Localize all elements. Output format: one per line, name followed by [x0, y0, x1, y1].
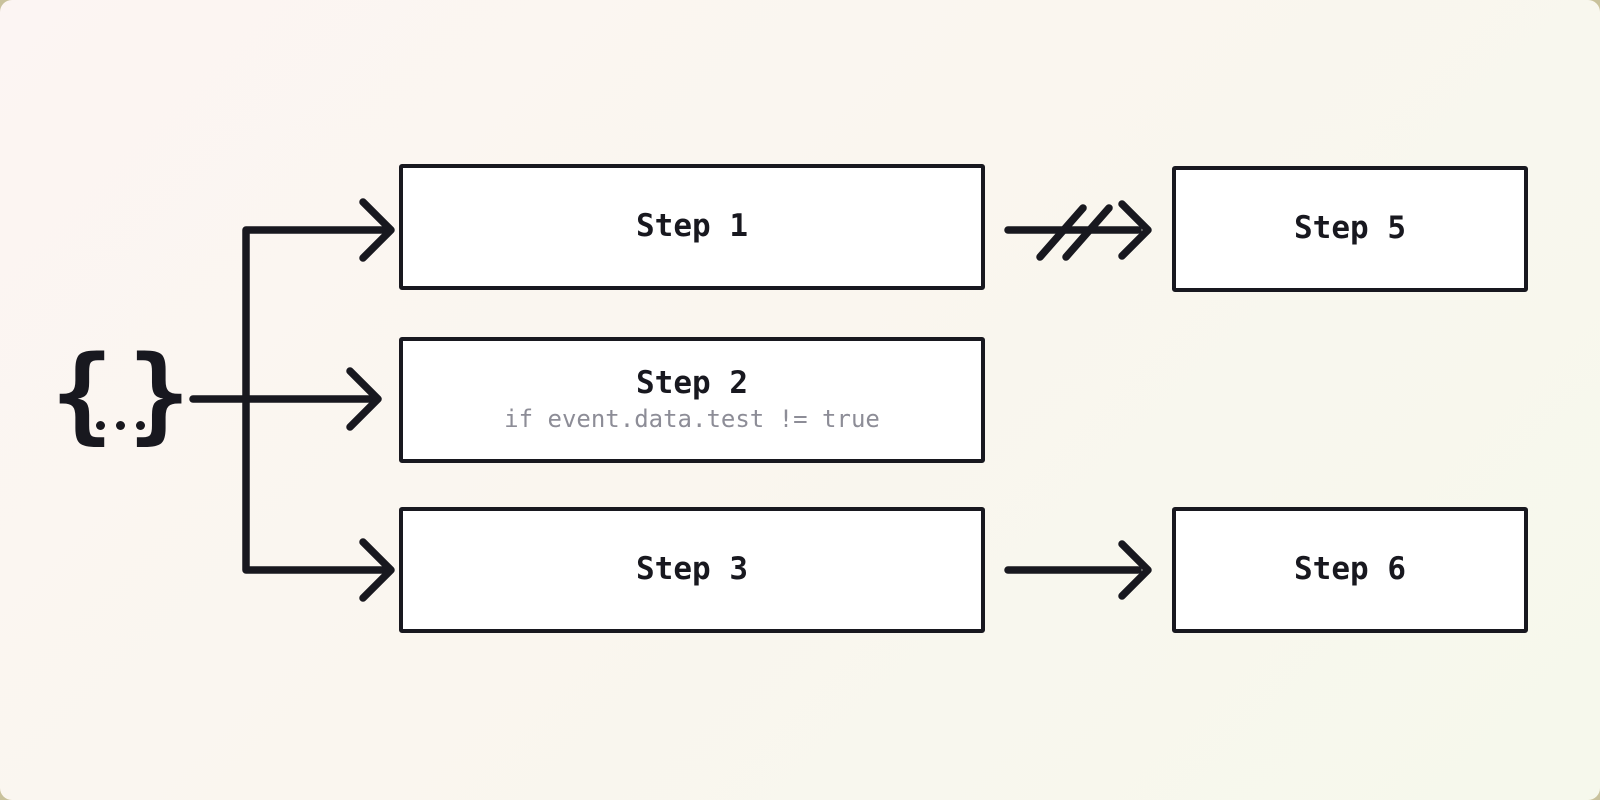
- node-step-5-label: Step 5: [1294, 210, 1406, 247]
- node-step-5[interactable]: Step 5: [1172, 166, 1528, 292]
- arrowhead-step2-icon: [346, 367, 382, 431]
- node-step-3[interactable]: Step 3: [399, 507, 985, 633]
- node-step-3-label: Step 3: [636, 551, 748, 588]
- node-step-2-condition: if event.data.test != true: [504, 404, 880, 433]
- node-step-1-label: Step 1: [636, 208, 748, 245]
- node-step-6[interactable]: Step 6: [1172, 507, 1528, 633]
- node-step-2[interactable]: Step 2 if event.data.test != true: [399, 337, 985, 463]
- arrowhead-step3-icon: [359, 538, 395, 602]
- arrowhead-step5-icon: [1118, 200, 1152, 260]
- arrowhead-step6-icon: [1118, 540, 1152, 600]
- arrowhead-step1-icon: [359, 198, 395, 262]
- cancelled-edge-step1-step5: [1004, 200, 1152, 261]
- node-step-2-label: Step 2: [636, 365, 748, 402]
- ellipsis-dots-icon: [96, 420, 145, 430]
- fanout-connector: [189, 198, 395, 602]
- node-step-6-label: Step 6: [1294, 551, 1406, 588]
- node-step-1[interactable]: Step 1: [399, 164, 985, 290]
- cancel-slash-2-icon: [1062, 204, 1113, 261]
- cancel-slash-1-icon: [1036, 204, 1087, 261]
- edge-step3-step6: [1004, 540, 1152, 600]
